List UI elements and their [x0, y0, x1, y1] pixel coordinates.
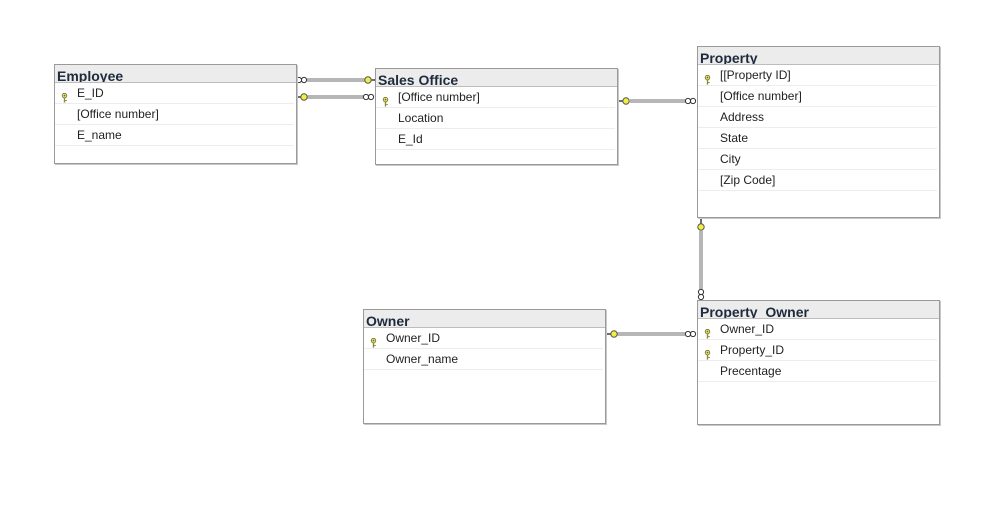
- column-row[interactable]: [Office number]: [698, 86, 937, 107]
- column-row[interactable]: [Office number]: [376, 87, 615, 108]
- table-title: Owner: [366, 313, 410, 328]
- column-row[interactable]: [Office number]: [55, 104, 294, 125]
- one-end-icon: [296, 93, 308, 101]
- table-property-owner[interactable]: Property_Owner Owner_ID Property_ID Precen…: [697, 300, 940, 425]
- column-row[interactable]: E_name: [55, 125, 294, 146]
- column-list: E_ID [Office number] E_name: [55, 83, 296, 146]
- column-row[interactable]: E_Id: [376, 129, 615, 150]
- column-row[interactable]: Owner_name: [364, 349, 603, 370]
- one-end-icon: [606, 330, 618, 338]
- column-name: Owner_ID: [720, 322, 775, 336]
- table-title: Employee: [57, 68, 124, 83]
- many-end-icon: [362, 93, 375, 101]
- column-row[interactable]: City: [698, 149, 937, 170]
- column-name: [Office number]: [720, 89, 802, 103]
- column-name: E_ID: [77, 86, 104, 100]
- column-name: [[Property ID]: [720, 68, 791, 82]
- column-name: Location: [398, 111, 444, 125]
- column-row[interactable]: Property_ID: [698, 340, 937, 361]
- column-row[interactable]: Location: [376, 108, 615, 129]
- one-end-icon: [697, 219, 705, 231]
- table-property[interactable]: Property [[Property ID] [Office number] Ad…: [697, 46, 940, 218]
- column-name: Precentage: [720, 364, 782, 378]
- table-employee[interactable]: Employee E_ID [Office number] E_name: [54, 64, 297, 164]
- table-owner[interactable]: Owner Owner_ID Owner_name: [363, 309, 606, 424]
- table-title: Property_Owner: [700, 304, 809, 319]
- primary-key-icon: [704, 324, 711, 339]
- relationship-owner-property-owner[interactable]: [606, 330, 697, 338]
- many-end-icon: [684, 330, 697, 338]
- primary-key-icon: [61, 88, 68, 103]
- column-name: [Zip Code]: [720, 173, 776, 187]
- table-title-bar[interactable]: Property: [698, 47, 939, 65]
- many-end-icon: [697, 288, 705, 301]
- relationship-sales-office-property[interactable]: [618, 97, 697, 105]
- relationship-property-property-owner[interactable]: [697, 219, 705, 301]
- column-name: Address: [720, 110, 765, 124]
- column-row[interactable]: Address: [698, 107, 937, 128]
- column-row[interactable]: Owner_ID: [364, 328, 603, 349]
- column-list: Owner_ID Property_ID Precentage: [698, 319, 939, 382]
- column-row[interactable]: State: [698, 128, 937, 149]
- column-row[interactable]: E_ID: [55, 83, 294, 104]
- column-name: [Office number]: [398, 90, 480, 104]
- column-row[interactable]: Owner_ID: [698, 319, 937, 340]
- table-title-bar[interactable]: Owner: [364, 310, 605, 328]
- column-name: [Office number]: [77, 107, 159, 121]
- column-name: E_Id: [398, 132, 423, 146]
- table-title-bar[interactable]: Sales Office: [376, 69, 617, 87]
- table-title-bar[interactable]: Employee: [55, 65, 296, 83]
- column-row[interactable]: [Zip Code]: [698, 170, 937, 191]
- column-list: Owner_ID Owner_name: [364, 328, 605, 370]
- column-name: Owner_name: [386, 352, 459, 366]
- table-title: Sales Office: [378, 72, 459, 87]
- column-row[interactable]: [[Property ID]: [698, 65, 937, 86]
- table-title: Property: [700, 50, 758, 65]
- primary-key-icon: [704, 70, 711, 85]
- primary-key-icon: [704, 345, 711, 360]
- relationship-employee-sales-office-upper[interactable]: [295, 76, 376, 84]
- relationship-employee-sales-office-lower[interactable]: [296, 93, 375, 101]
- many-end-icon: [684, 97, 697, 105]
- table-title-bar[interactable]: Property_Owner: [698, 301, 939, 319]
- column-name: State: [720, 131, 749, 145]
- column-name: Owner_ID: [386, 331, 441, 345]
- column-name: E_name: [77, 128, 122, 142]
- primary-key-icon: [370, 333, 377, 348]
- many-end-icon: [295, 76, 308, 84]
- column-name: City: [720, 152, 741, 166]
- column-row[interactable]: Precentage: [698, 361, 937, 382]
- one-end-icon: [618, 97, 630, 105]
- column-name: Property_ID: [720, 343, 785, 357]
- primary-key-icon: [382, 92, 389, 107]
